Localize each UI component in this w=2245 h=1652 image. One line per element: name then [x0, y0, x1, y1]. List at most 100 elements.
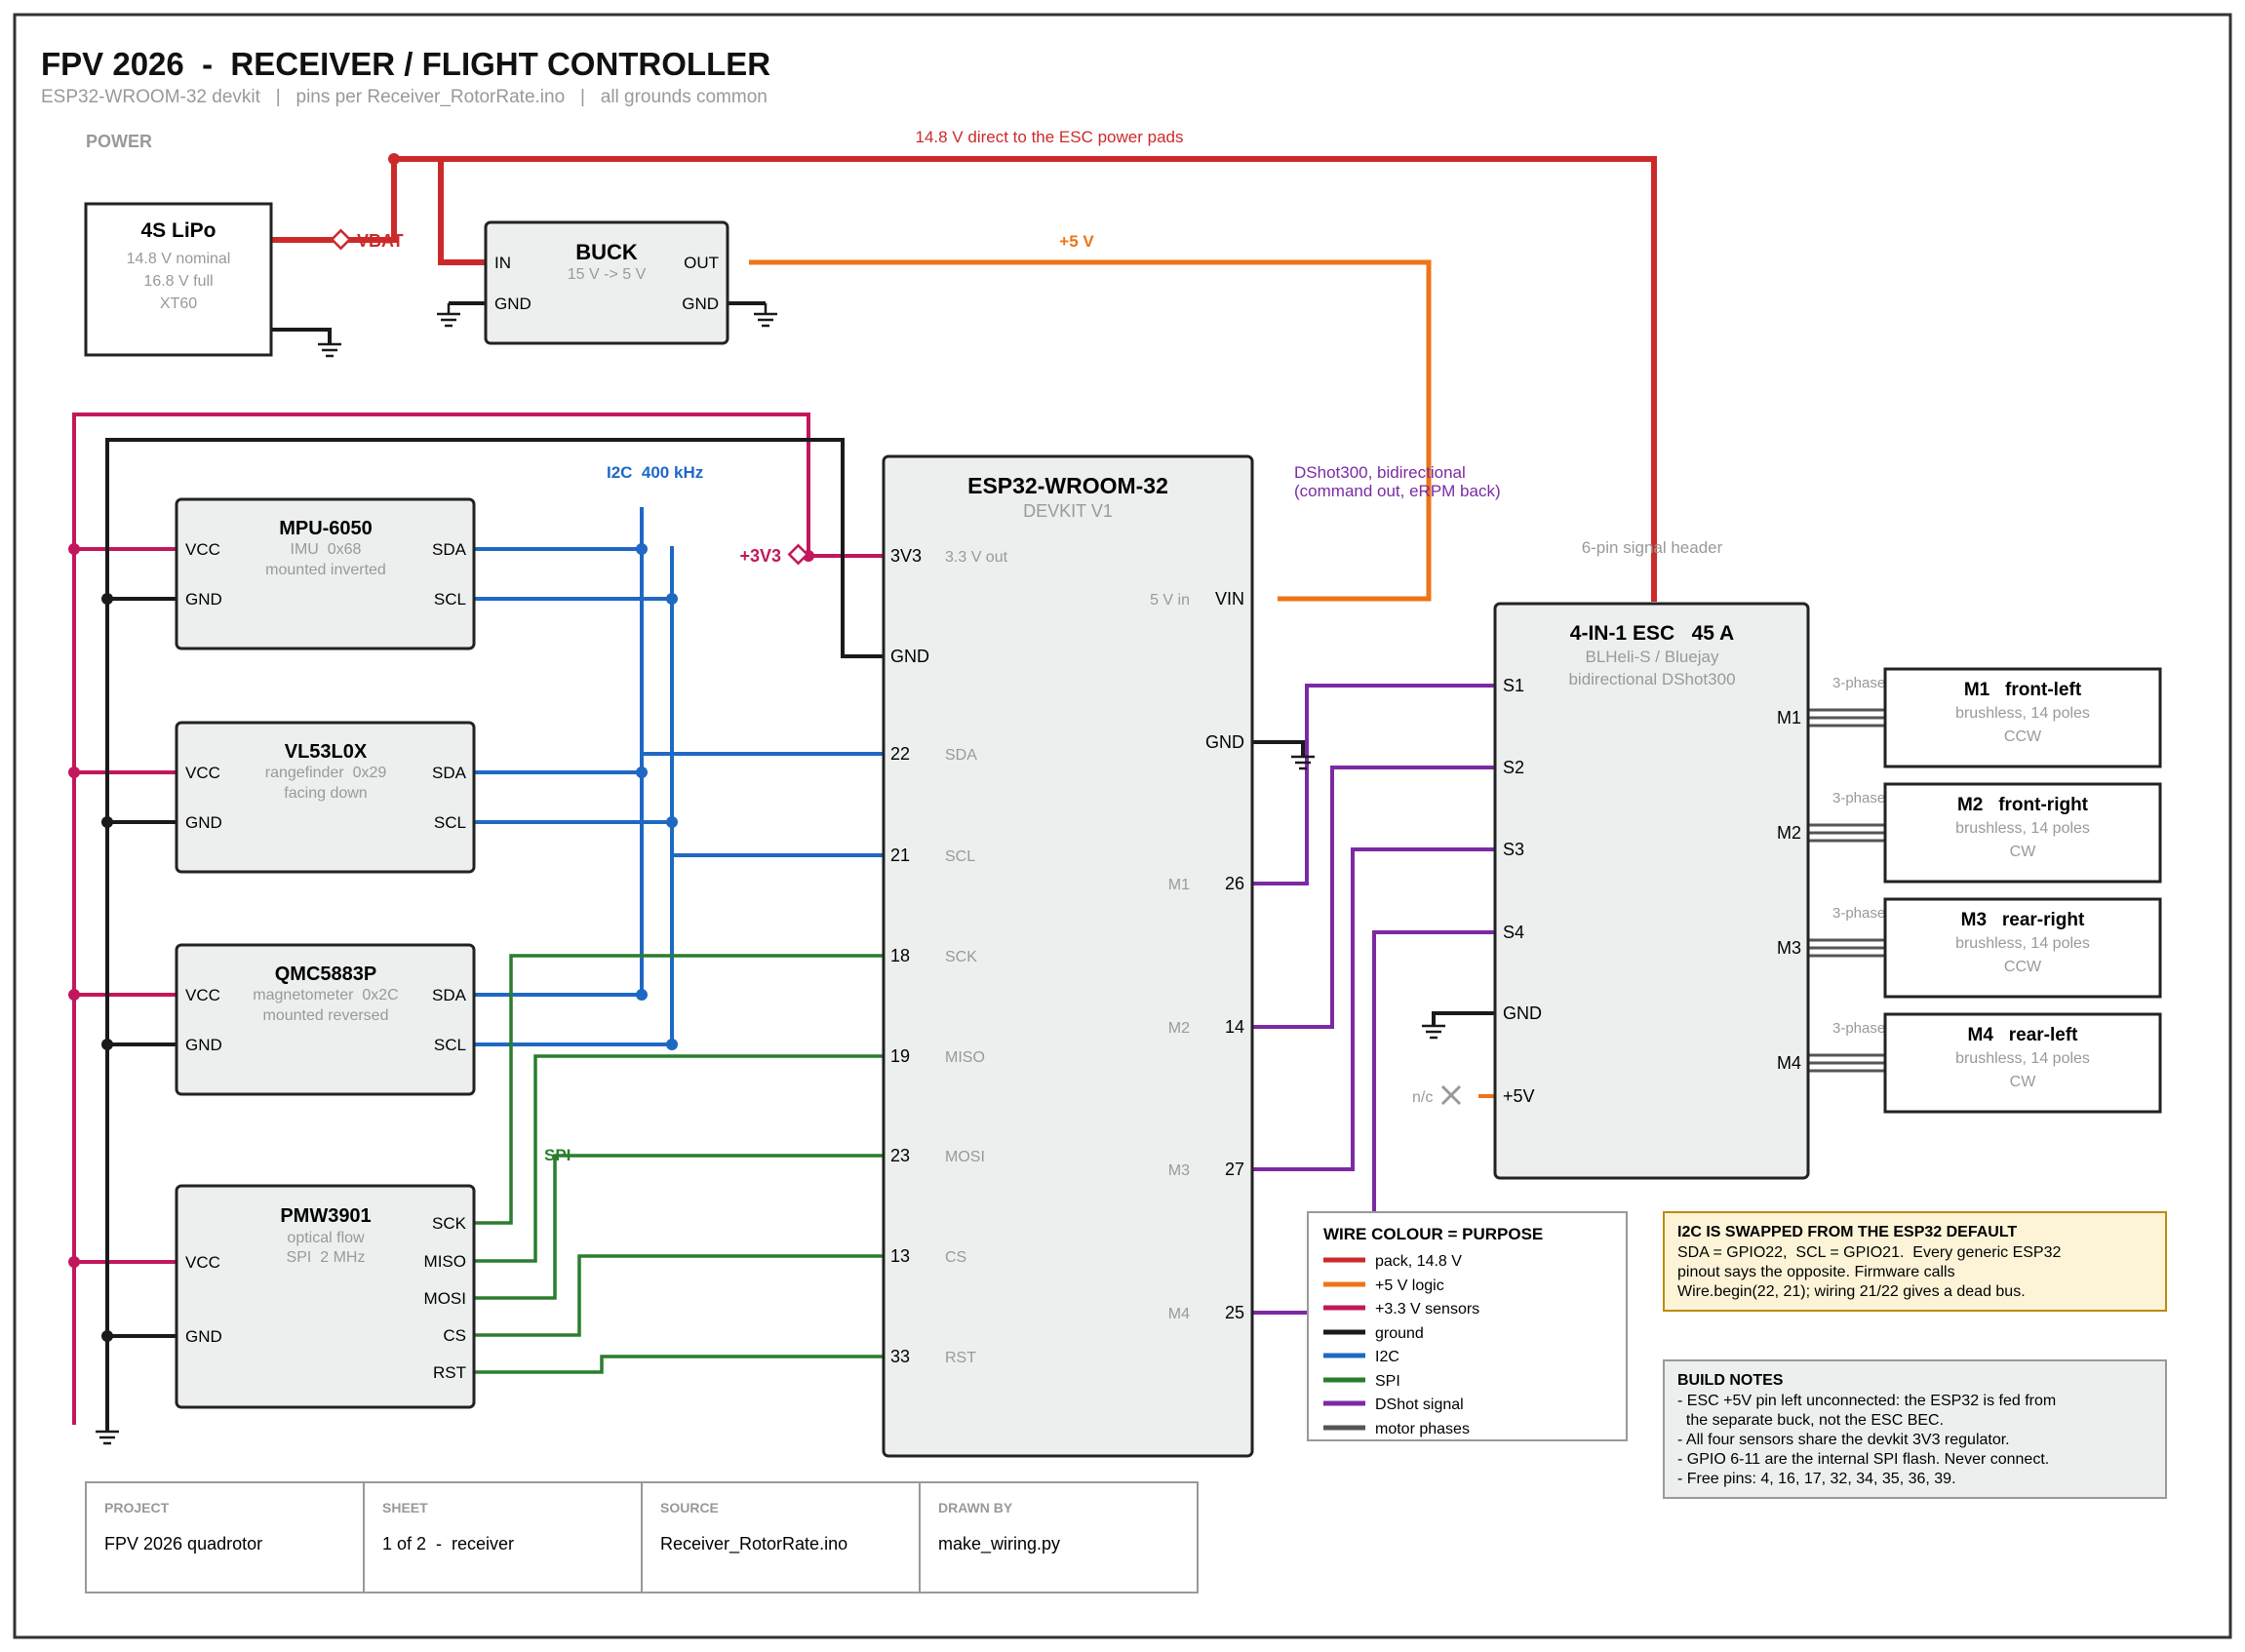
sensor-pin-sda: SDA [432, 986, 467, 1004]
i2c-swap-note: I2C IS SWAPPED FROM THE ESP32 DEFAULT SD… [1663, 1211, 2167, 1312]
motor-title: M3 rear-right [1961, 910, 2085, 930]
spi-mosi [474, 1154, 884, 1300]
ground-icon [437, 303, 460, 328]
sensor-title: PMW3901 [280, 1205, 371, 1227]
sensor-pin-sda: SDA [432, 540, 467, 559]
motor-m4: M4 rear-left brushless, 14 poles CW [1883, 1012, 2162, 1114]
build-notes-line: - Free pins: 4, 16, 17, 32, 34, 35, 36, … [1677, 1471, 1956, 1487]
esp32-pin: 3V3 [890, 546, 922, 566]
motor-direction: CCW [2004, 728, 2042, 745]
esc-nc-label: n/c [1412, 1089, 1433, 1106]
wire-legend: WIRE COLOUR = PURPOSE pack, 14.8 V +5 V … [1307, 1211, 1628, 1441]
vbat-label: VBAT [357, 231, 404, 251]
esp32-pin: VIN [1215, 589, 1244, 609]
sensor-line: mounted reversed [263, 1007, 389, 1024]
legend-label: +5 V logic [1375, 1278, 1444, 1294]
phase-label: 3-phase [1832, 790, 1885, 806]
sensor-vl53l0x: VL53L0X rangefinder 0x29 facing down VCC… [175, 721, 476, 874]
motor-spec: brushless, 14 poles [1955, 1050, 2090, 1067]
motor-title: M1 front-left [1964, 680, 2082, 700]
motor-spec: brushless, 14 poles [1955, 705, 2090, 722]
legend-title: WIRE COLOUR = PURPOSE [1323, 1225, 1543, 1243]
ground-icon [1291, 755, 1315, 770]
rail-3v3-junctions [68, 543, 814, 1268]
dshot-m1 [1252, 684, 1495, 885]
spi-bus-label: SPI [544, 1146, 571, 1164]
lipo-line: XT60 [160, 295, 197, 312]
esc-line: bidirectional DShot300 [1568, 670, 1735, 688]
sensor-pin-sck: SCK [432, 1214, 467, 1233]
page-title: FPV 2026 - RECEIVER / FLIGHT CONTROLLER [41, 46, 770, 82]
pack-wire-label: 14.8 V direct to the ESC power pads [916, 128, 1184, 146]
title-block-label: SHEET [382, 1500, 428, 1515]
esc-pin: M1 [1777, 708, 1801, 728]
esp32-pin-func: 3.3 V out [945, 549, 1008, 566]
esc-pin: S4 [1503, 923, 1524, 942]
esc-pin: +5V [1503, 1086, 1535, 1106]
sensor-title: QMC5883P [275, 964, 377, 985]
esp32-pin-func: MOSI [945, 1149, 985, 1165]
spi-rst [474, 1355, 884, 1374]
esp32-pin-func: SCL [945, 848, 975, 865]
motor-m2: M2 front-right brushless, 14 poles CW [1883, 782, 2162, 884]
phase-label: 3-phase [1832, 675, 1885, 691]
build-notes-title: BUILD NOTES [1677, 1372, 1784, 1389]
note-line: Wire.begin(22, 21); wiring 21/22 gives a… [1677, 1283, 2026, 1300]
build-notes: BUILD NOTES - ESC +5V pin left unconnect… [1663, 1359, 2167, 1499]
build-notes-line: - All four sensors share the devkit 3V3 … [1677, 1432, 2010, 1448]
esp32-pin-func: 5 V in [1150, 592, 1190, 609]
sensor-pin-cs: CS [443, 1326, 466, 1345]
motor-spec: brushless, 14 poles [1955, 820, 2090, 837]
rail-3v3-label: +3V3 [739, 546, 781, 566]
sensor-title: VL53L0X [285, 741, 368, 763]
sensor-pin-miso: MISO [424, 1252, 466, 1271]
sensor-pin-sda: SDA [432, 764, 467, 782]
legend-label: SPI [1375, 1373, 1400, 1390]
esp32-pin-func: MISO [945, 1049, 985, 1066]
lipo-title: 4S LiPo [140, 219, 216, 242]
sensor-pin-scl: SCL [434, 813, 466, 832]
esp32-pin: 18 [890, 946, 910, 965]
wires [68, 153, 1885, 1432]
lipo-battery: 4S LiPo 14.8 V nominal 16.8 V full XT60 [84, 202, 273, 357]
phase-label: 3-phase [1832, 1020, 1885, 1037]
buck-title: BUCK [575, 240, 638, 264]
motor-m1: M1 front-left brushless, 14 poles CCW [1883, 667, 2162, 768]
legend-label: pack, 14.8 V [1375, 1253, 1462, 1270]
sensor-pin-rst: RST [433, 1363, 466, 1382]
sensor-line: magnetometer 0x2C [253, 987, 398, 1003]
rail-3v3-wires [72, 413, 884, 1425]
esc-pin: GND [1503, 1003, 1542, 1023]
ground-wires [105, 301, 1495, 1432]
esp32-pin-func: M1 [1168, 877, 1190, 893]
title-block-value: make_wiring.py [938, 1534, 1060, 1554]
esp32-pin: 23 [890, 1146, 910, 1165]
buck-pin-in: IN [494, 254, 511, 272]
sensor-pin-gnd: GND [185, 813, 222, 832]
esp32-pin: 27 [1225, 1160, 1244, 1179]
rail-3v3-main [72, 413, 884, 1425]
not-connected-icon [1440, 1084, 1462, 1106]
rail-5v-label: +5 V [1059, 232, 1094, 251]
sensor-title: MPU-6050 [279, 518, 373, 539]
buck-pin-gnd: GND [494, 295, 532, 313]
esp32-devkit: ESP32-WROOM-32 DEVKIT V1 3V3 3.3 V out G… [882, 454, 1254, 1458]
motor-direction: CW [2010, 844, 2037, 860]
sensor-pin-vcc: VCC [185, 764, 220, 782]
sensor-pin-gnd: GND [185, 1036, 222, 1054]
phase-labels: 3-phase 3-phase 3-phase 3-phase [1832, 675, 1885, 1037]
esc-right-pins: M1 M2 M3 M4 [1777, 708, 1801, 1073]
esp32-pin: 22 [890, 744, 910, 764]
sensor-line: mounted inverted [265, 562, 386, 578]
sensor-pin-scl: SCL [434, 590, 466, 609]
legend-label: motor phases [1375, 1421, 1470, 1437]
ground-icon [1422, 1024, 1445, 1040]
esp32-pin: 14 [1225, 1017, 1244, 1037]
esp32-pin-func: M4 [1168, 1306, 1190, 1322]
esp32-title: ESP32-WROOM-32 [967, 473, 1168, 498]
legend-label: I2C [1375, 1349, 1399, 1365]
esp32-pin: GND [1205, 732, 1244, 752]
esp32-pin: 33 [890, 1347, 910, 1366]
lipo-line: 16.8 V full [143, 273, 213, 290]
